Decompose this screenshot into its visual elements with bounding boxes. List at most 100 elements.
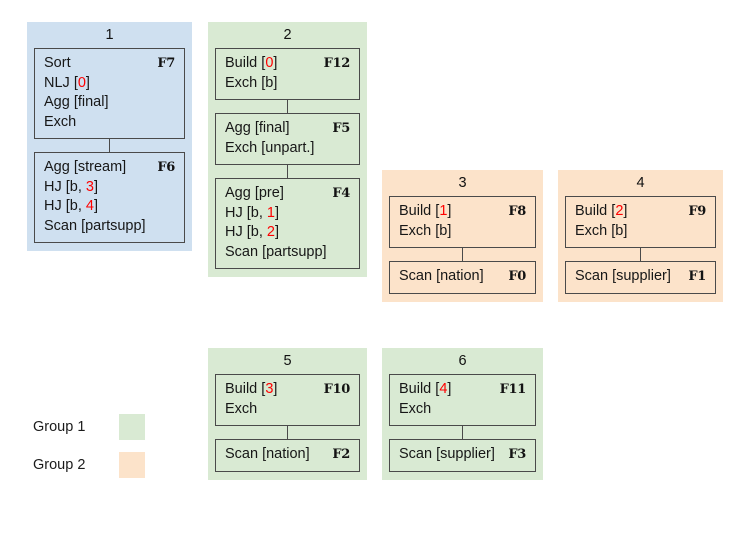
operator-text: Exch — [399, 400, 432, 417]
operator-index-highlight: 4 — [85, 198, 94, 214]
operator-label: HJ [b, 3] — [44, 178, 98, 198]
plan-operator-line: Exch [unpart.] — [225, 139, 350, 159]
operator-label: Scan [nation] — [399, 267, 484, 287]
plan-node: Scan [nation] F2 — [215, 439, 360, 472]
operator-text: Scan [partsupp] — [225, 243, 327, 260]
operator-text: Exch [b] — [399, 222, 452, 239]
operator-text: Build [ — [399, 203, 440, 219]
operator-text-tail: ] — [447, 381, 452, 397]
plan-operator-line: Exch [b] — [225, 74, 350, 94]
plan-operator-line: HJ [b, 1] — [225, 204, 350, 224]
operator-text: HJ [b, — [225, 204, 267, 221]
operator-label: HJ [b, 2] — [225, 223, 279, 243]
fragment-id-label: F12 — [323, 56, 351, 71]
node-connector — [215, 426, 360, 439]
plan-operator-line: Build [0]F12 — [225, 54, 350, 74]
operator-label: Scan [nation] — [225, 445, 310, 465]
plan-operator-line: Scan [partsupp] — [225, 243, 350, 263]
operator-text: Agg [pre] — [225, 185, 284, 201]
operator-label: Build [2] — [575, 202, 627, 222]
operator-text: HJ [b, — [44, 198, 86, 214]
operator-text: Scan [nation] — [399, 268, 484, 284]
operator-text: Agg [final] — [225, 120, 290, 136]
legend-color-swatch — [119, 414, 145, 440]
plan-operator-line: Scan [supplier] F1 — [575, 267, 706, 287]
plan-operator-line: Build [3] F10 — [225, 380, 350, 400]
operator-text: HJ [b, — [225, 224, 267, 240]
plan-operator-line: Exch — [44, 113, 175, 133]
plan-operator-line: HJ [b, 2] — [225, 223, 350, 243]
operator-label: Exch [b] — [225, 74, 277, 94]
operator-label: Scan [supplier] — [399, 445, 495, 465]
fragment-id-label: F10 — [323, 382, 351, 397]
operator-label: Exch [b] — [575, 222, 627, 242]
plan-operator-line: Scan [nation]F0 — [399, 267, 526, 287]
node-connector — [215, 165, 360, 178]
plan-operator-line: Agg [pre] F4 — [225, 184, 350, 204]
operator-index-highlight: 2 — [266, 224, 275, 240]
fragment-id-label: F3 — [508, 447, 526, 462]
operator-label: Agg [pre] — [225, 184, 284, 204]
operator-text-tail: ] — [273, 55, 278, 71]
operator-label: Build [3] — [225, 380, 277, 400]
operator-text-tail: ] — [274, 204, 280, 221]
plan-operator-line: Exch [b] — [575, 222, 706, 242]
plan-operator-line: NLJ [0] — [44, 74, 175, 94]
group-title: 2 — [283, 27, 292, 43]
fragment-id-label: F4 — [332, 186, 350, 201]
operator-index-highlight: 3 — [85, 178, 94, 195]
fragment-id-label: F2 — [332, 447, 350, 462]
operator-label: NLJ [0] — [44, 74, 90, 94]
node-connector — [565, 248, 716, 261]
operator-index-highlight: 1 — [266, 204, 275, 221]
operator-text: Exch [unpart.] — [225, 139, 315, 156]
operator-text-tail: ] — [274, 224, 280, 240]
plan-operator-line: Exch — [399, 400, 526, 420]
operator-label: Exch [unpart.] — [225, 139, 314, 159]
operator-label: Exch — [225, 400, 257, 420]
operator-text: Agg [stream] — [44, 159, 127, 175]
fragment-id-label: F1 — [688, 269, 706, 284]
operator-text: Sort — [44, 55, 71, 71]
operator-text: Scan [partsupp] — [44, 217, 146, 234]
operator-index-highlight: 3 — [265, 381, 274, 397]
operator-label: HJ [b, 4] — [44, 197, 98, 217]
plan-operator-line: HJ [b, 3] — [44, 178, 175, 198]
legend-item: Group 1 — [33, 408, 193, 446]
plan-operator-line: Exch — [225, 400, 350, 420]
operator-text: Scan [supplier] — [399, 446, 495, 462]
operator-label: Scan [partsupp] — [44, 217, 146, 237]
operator-text: Exch [b] — [225, 74, 278, 91]
group-title: 6 — [458, 353, 467, 369]
legend-item: Group 2 — [33, 446, 193, 484]
operator-text-tail: ] — [447, 203, 452, 219]
operator-text: NLJ [ — [44, 74, 78, 91]
group-title: 5 — [283, 353, 292, 369]
operator-text-tail: ] — [93, 198, 99, 214]
plan-operator-line: Build [1]F8 — [399, 202, 526, 222]
operator-text: Exch — [44, 113, 77, 130]
plan-operator-line: Agg [final]F5 — [225, 119, 350, 139]
group-title: 3 — [458, 175, 467, 191]
fragment-id-label: F6 — [157, 160, 175, 175]
operator-text-tail: ] — [273, 381, 278, 397]
plan-node: Scan [supplier] F1 — [565, 261, 716, 294]
operator-text: Build [ — [399, 381, 440, 397]
node-connector — [34, 139, 185, 152]
plan-operator-line: Build [4]F11 — [399, 380, 526, 400]
legend-color-swatch — [119, 452, 145, 478]
plan-operator-line: Agg [stream] F6 — [44, 158, 175, 178]
operator-text: Scan [nation] — [225, 446, 310, 462]
operator-label: HJ [b, 1] — [225, 204, 279, 224]
operator-text: Build [ — [225, 55, 266, 71]
operator-label: Build [4] — [399, 380, 451, 400]
operator-text: Scan [supplier] — [575, 268, 671, 284]
